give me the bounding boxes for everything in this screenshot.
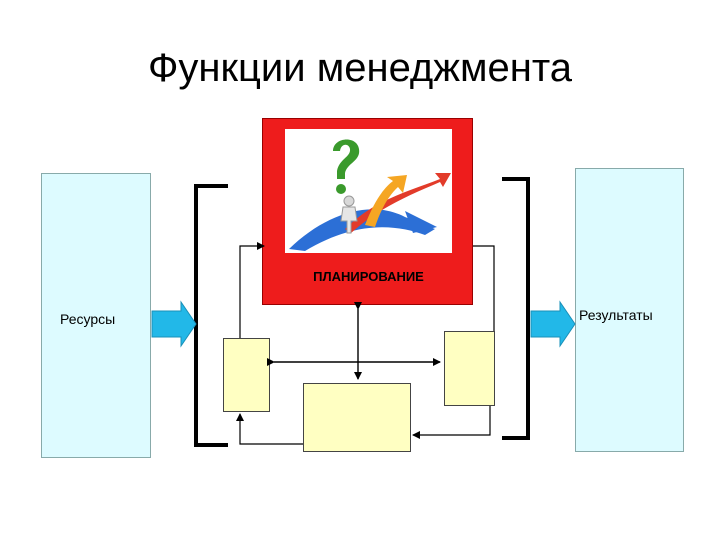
results-label: Результаты (579, 307, 653, 323)
planning-image-area (285, 129, 452, 253)
left-bracket (194, 184, 228, 447)
planning-block: ПЛАНИРОВАНИЕ (262, 118, 473, 305)
function-box-right (444, 331, 495, 406)
function-box-left (223, 338, 270, 412)
right-bracket (502, 177, 530, 440)
planning-arrows-question-icon (289, 139, 451, 251)
slide-title: Функции менеджмента (148, 46, 572, 90)
connector-planning-to-right (473, 245, 495, 331)
results-box: Результаты (575, 168, 684, 452)
input-arrow (151, 300, 197, 348)
connector-left-to-planning (239, 242, 265, 338)
resources-label: Ресурсы (60, 311, 116, 327)
connector-bottom-to-left (236, 413, 303, 445)
output-arrow (530, 300, 576, 348)
resources-box: Ресурсы (41, 173, 151, 458)
connector-right-to-bottom (412, 406, 491, 439)
planning-label: ПЛАНИРОВАНИЕ (313, 269, 424, 284)
function-box-bottom (303, 383, 411, 452)
